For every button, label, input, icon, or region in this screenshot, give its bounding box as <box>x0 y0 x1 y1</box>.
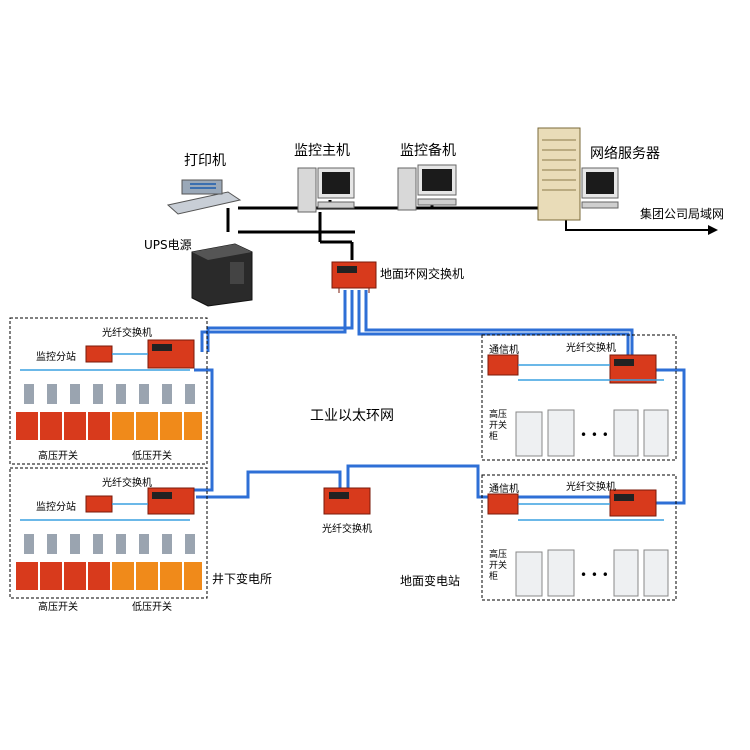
underground-substation-label: 井下变电所 <box>212 572 273 586</box>
monitor-substation-label-bottom: 监控分站 <box>36 502 76 513</box>
lv-switch-label-top: 低压开关 <box>132 451 172 462</box>
ground-substation-label: 地面变电站 <box>400 574 461 588</box>
hv-cabinet-label-top: 高压开关柜 <box>489 410 508 442</box>
monitor-substation-label-top: 监控分站 <box>36 352 76 363</box>
industrial-ring <box>194 290 686 505</box>
host-main-label: 监控主机 <box>294 143 350 159</box>
regions <box>9 317 677 601</box>
fiber-switch-label-lr: 光纤交换机 <box>566 482 616 493</box>
fiber-switch-label-ll: 光纤交换机 <box>102 478 152 489</box>
underground-devices-top <box>16 384 202 440</box>
comm-unit-label-top: 通信机 <box>489 345 519 356</box>
hv-cabinets-top <box>515 409 669 457</box>
fiber-switch-label-ul: 光纤交换机 <box>102 328 152 339</box>
hv-switch-label-bottom: 高压开关 <box>38 602 78 613</box>
industrial-ring-label: 工业以太环网 <box>310 408 394 424</box>
group-lan-label: 集团公司局域网 <box>640 207 725 221</box>
hv-cabinets-bottom <box>515 549 669 597</box>
ellipsis-top: • • • <box>580 428 609 442</box>
branch-lines <box>20 353 664 521</box>
comm-unit-label-bottom: 通信机 <box>489 484 519 495</box>
backup-host-icon <box>397 164 457 211</box>
lan-arrow <box>565 216 718 235</box>
ups-label: UPS电源 <box>144 238 192 252</box>
printer-icon <box>166 179 242 215</box>
region-fiber-switch-screens <box>152 344 634 501</box>
monitor-host-icon <box>297 167 355 213</box>
ellipsis-bottom: • • • <box>580 568 609 582</box>
hv-switch-label-top: 高压开关 <box>38 451 78 462</box>
lv-switch-label-bottom: 低压开关 <box>132 602 172 613</box>
ups-icon <box>191 243 253 307</box>
hv-cabinet-label-bottom: 高压开关柜 <box>489 550 508 582</box>
network-server-label: 网络服务器 <box>590 146 660 162</box>
underground-devices-bottom <box>16 534 202 590</box>
network-server-icon <box>537 127 619 221</box>
ground-ring-switch-icon <box>331 261 377 293</box>
host-backup-label: 监控备机 <box>400 143 456 159</box>
printer-label: 打印机 <box>184 153 226 169</box>
fiber-switch-label-center: 光纤交换机 <box>322 524 372 535</box>
center-fiber-switch-icon <box>323 487 371 515</box>
ground-ring-switch-label: 地面环网交换机 <box>380 267 465 281</box>
fiber-switch-label-ur: 光纤交换机 <box>566 343 616 354</box>
